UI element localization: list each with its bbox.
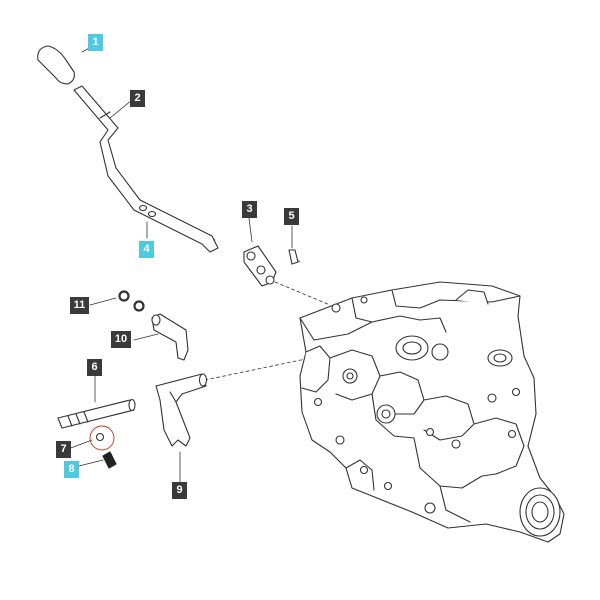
spring-part-8 (102, 451, 117, 469)
callout-part-2[interactable]: 2 (130, 90, 145, 107)
callout-part-11[interactable]: 11 (70, 297, 89, 314)
callout-part-9[interactable]: 9 (172, 482, 187, 499)
callout-part-10[interactable]: 10 (111, 331, 131, 348)
shift-knob-part-1 (37, 45, 75, 85)
callout-part-3[interactable]: 3 (242, 201, 257, 218)
linkage-plate-part-3 (243, 245, 277, 287)
callout-part-8[interactable]: 8 (64, 461, 79, 478)
washers-part-4 (138, 204, 157, 218)
shift-rod-part-6 (57, 398, 136, 429)
callout-part-6[interactable]: 6 (87, 359, 102, 376)
callout-part-4[interactable]: 4 (139, 241, 154, 258)
shift-fork-part-9 (155, 373, 208, 447)
callout-part-7[interactable]: 7 (56, 441, 71, 458)
callout-part-1[interactable]: 1 (88, 34, 103, 51)
pin-part-5 (288, 249, 299, 265)
shift-lever-part-2 (73, 85, 219, 253)
callout-part-5[interactable]: 5 (284, 208, 299, 225)
shift-arm-part-10 (151, 313, 189, 361)
assembly-dashed-lines (147, 211, 331, 381)
ball-part-7 (89, 425, 115, 451)
transmission-housing (299, 281, 565, 543)
o-rings-part-11 (118, 290, 145, 312)
